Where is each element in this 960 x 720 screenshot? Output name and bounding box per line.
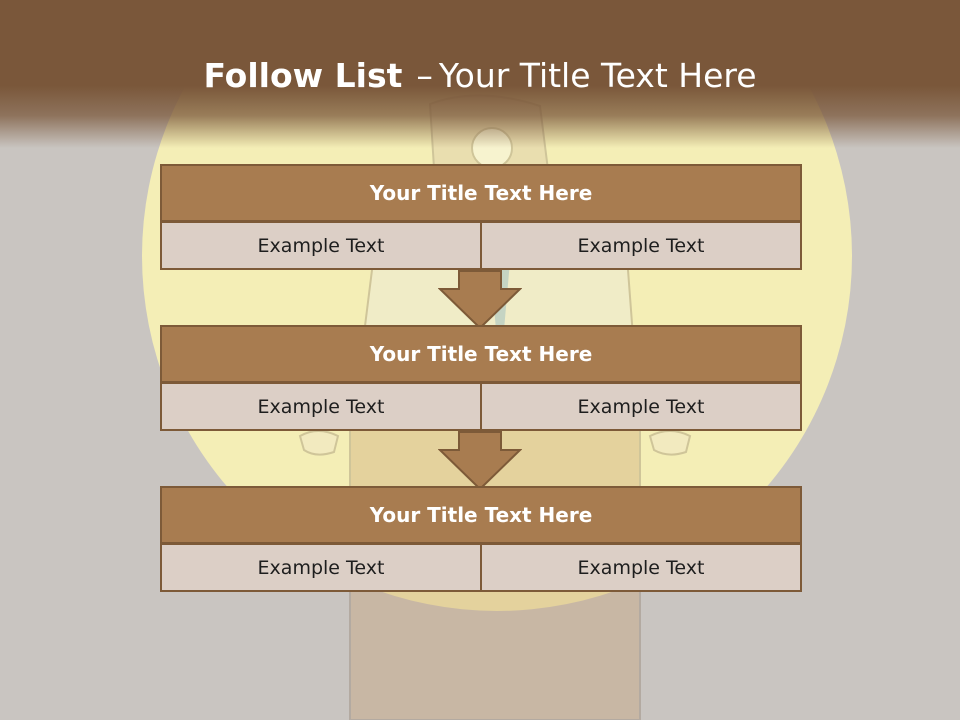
down-arrow-icon bbox=[438, 270, 522, 330]
follow-block-1: Your Title Text Here Example Text Exampl… bbox=[160, 164, 802, 270]
slide-title-subtitle: Your Title Text Here bbox=[438, 56, 757, 95]
block-cell-left: Example Text bbox=[160, 543, 482, 592]
block-cell-right: Example Text bbox=[482, 543, 802, 592]
follow-block-2: Your Title Text Here Example Text Exampl… bbox=[160, 325, 802, 431]
slide-title: Follow List–Your Title Text Here bbox=[0, 52, 960, 102]
follow-block-3: Your Title Text Here Example Text Exampl… bbox=[160, 486, 802, 592]
block-cell-right: Example Text bbox=[482, 382, 802, 431]
block-cell-left: Example Text bbox=[160, 221, 482, 270]
header-band bbox=[0, 0, 960, 148]
block-title: Your Title Text Here bbox=[160, 325, 802, 383]
block-title: Your Title Text Here bbox=[160, 486, 802, 544]
block-row: Example Text Example Text bbox=[160, 382, 802, 431]
block-title: Your Title Text Here bbox=[160, 164, 802, 222]
slide-title-main: Follow List bbox=[203, 56, 403, 95]
block-cell-right: Example Text bbox=[482, 221, 802, 270]
slide-title-separator: – bbox=[416, 56, 433, 95]
down-arrow-icon bbox=[438, 431, 522, 491]
block-cell-left: Example Text bbox=[160, 382, 482, 431]
block-row: Example Text Example Text bbox=[160, 221, 802, 270]
block-row: Example Text Example Text bbox=[160, 543, 802, 592]
